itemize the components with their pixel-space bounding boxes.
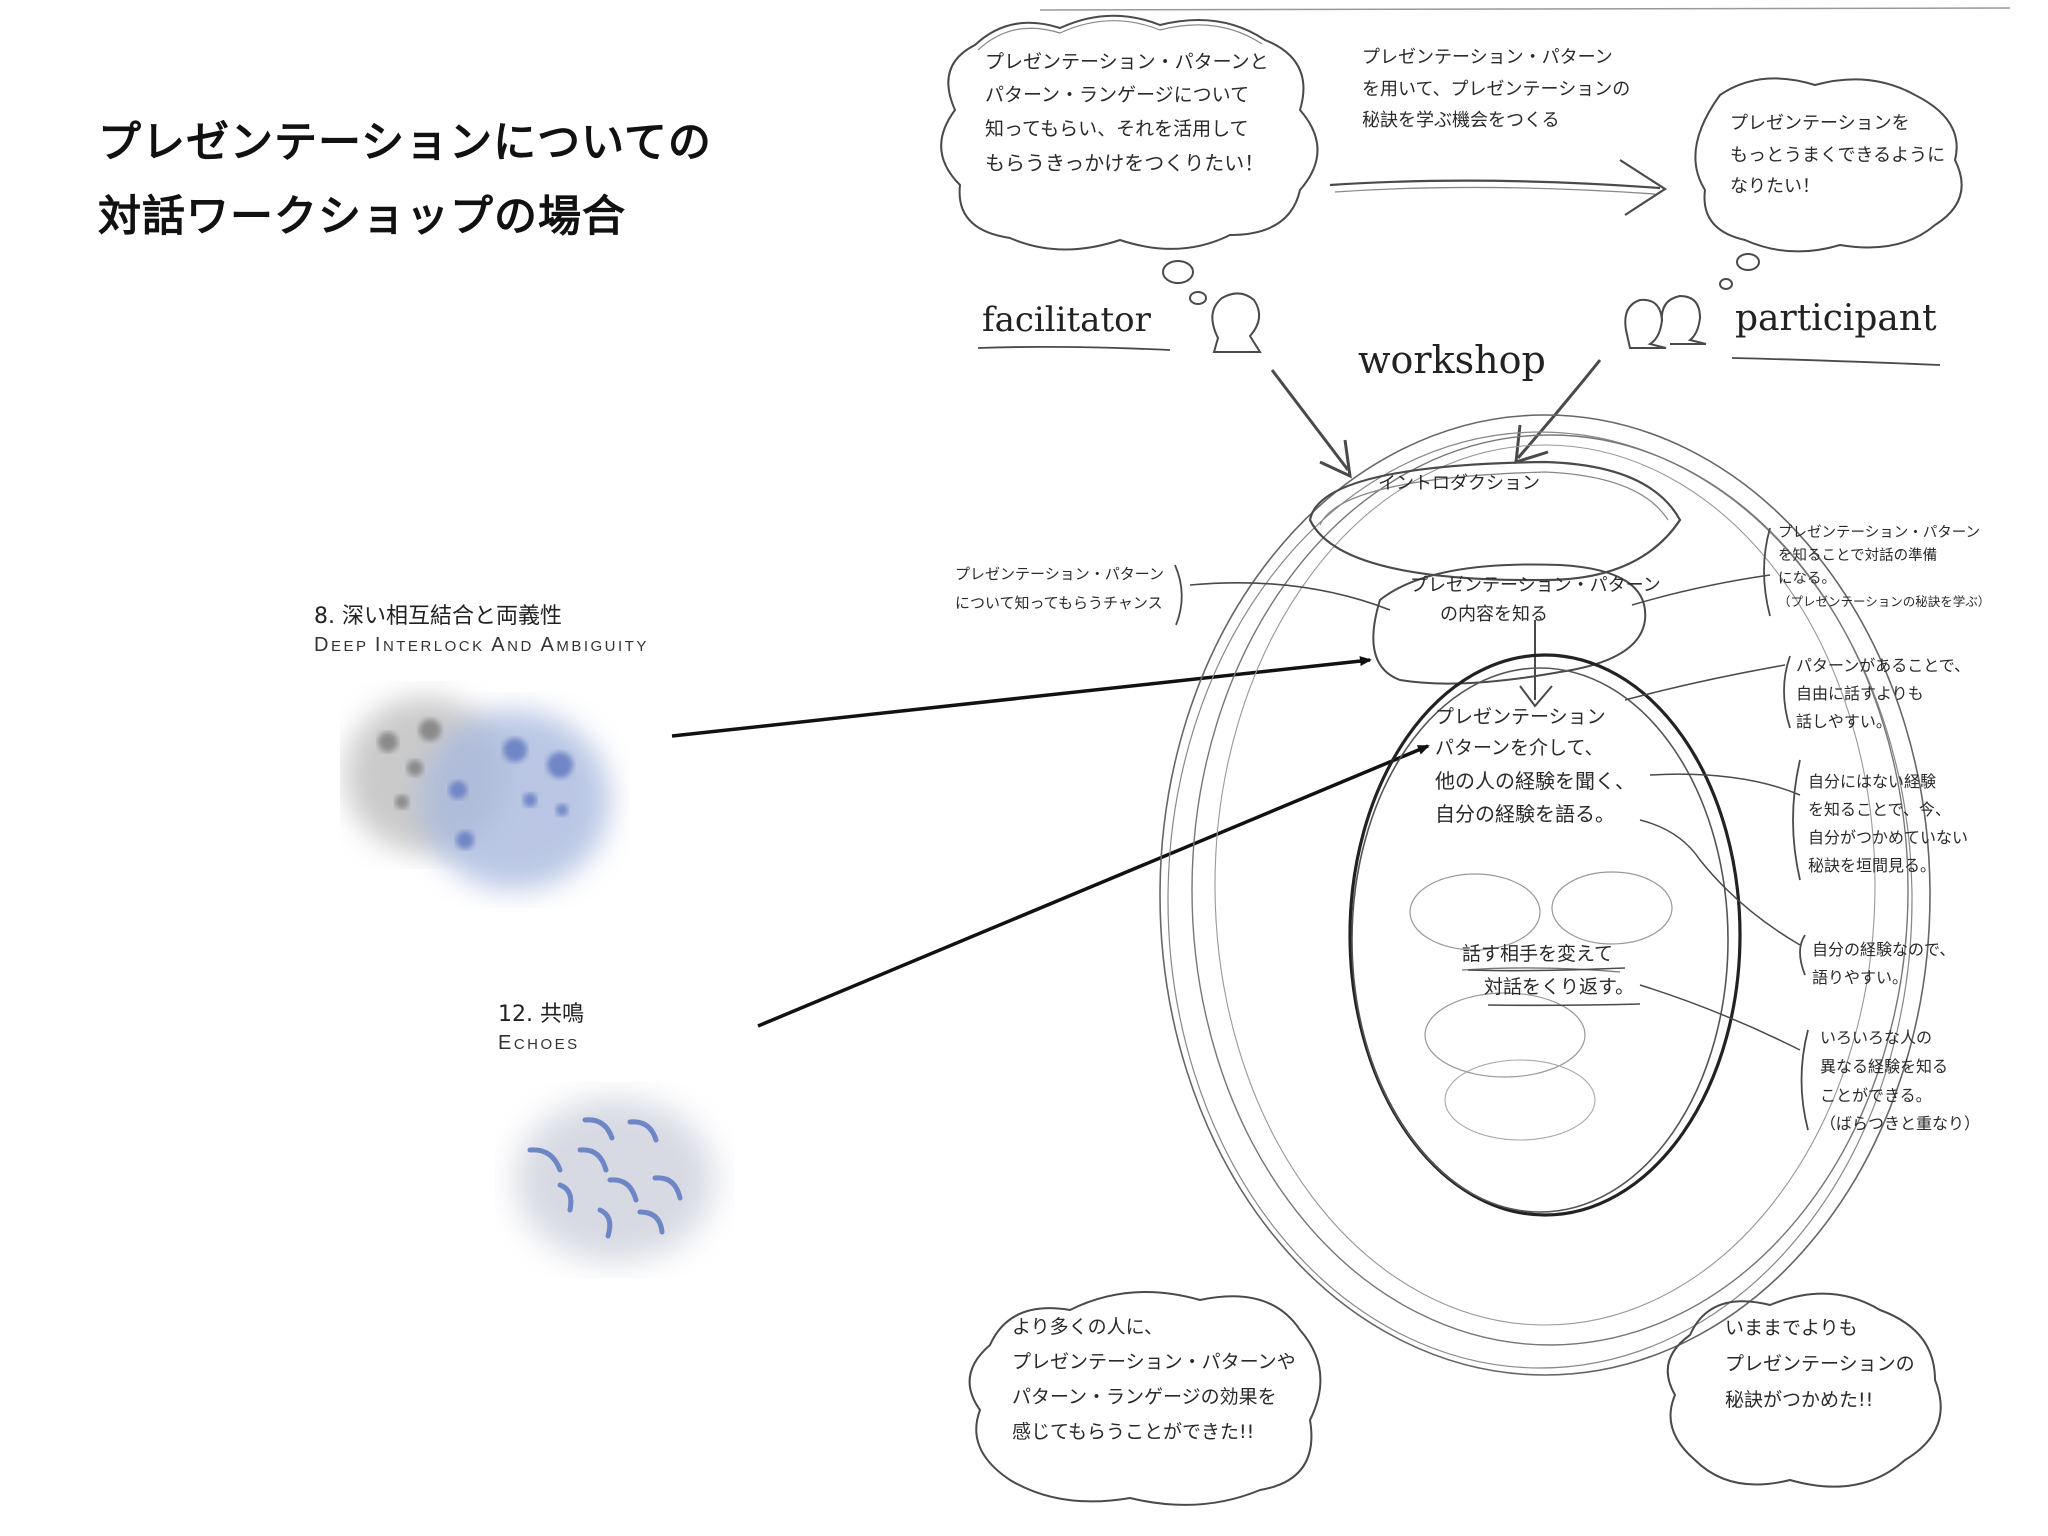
page-title-line1: プレゼンテーションについての bbox=[98, 118, 712, 168]
facilitator-bubble-text: プレゼンテーション・パターンと パターン・ランゲージについて 知ってもらい、それ… bbox=[985, 51, 1269, 175]
pattern-8-english: DEEP INTERLOCK AND AMBIGUITY bbox=[314, 634, 649, 656]
facilitator-label: facilitator bbox=[982, 300, 1151, 340]
dialogue-loop-oval bbox=[1348, 653, 1742, 1217]
right-note-2: パターンがあることで、 自由に話すよりも 話しやすい。 bbox=[1796, 656, 1971, 731]
introduction-capsule bbox=[1308, 460, 1682, 582]
know-patterns-capsule bbox=[1372, 563, 1647, 685]
right-note-1: プレゼンテーション・パターン を知ることで対話の準備 になる。 （プレゼンテーシ… bbox=[1778, 525, 1991, 609]
workshop-outer-oval bbox=[1159, 414, 1931, 1376]
know-patterns-label: プレゼンテーション・パターン の内容を知る bbox=[1410, 575, 1661, 625]
right-note-3: 自分にはない経験 を知ることで、今、 自分がつかめていない 秘訣を垣間見る。 bbox=[1808, 772, 1969, 875]
arrow-pattern-12 bbox=[757, 744, 1430, 1028]
pattern-12-title: 12. 共鳴 bbox=[498, 1002, 584, 1027]
right-note-4: 自分の経験なので、 語りやすい。 bbox=[1812, 940, 1956, 987]
pattern-8-title: 8. 深い相互結合と両義性 bbox=[314, 604, 562, 629]
arrow-pattern-8 bbox=[671, 656, 1372, 738]
pattern-8-illustration bbox=[345, 697, 610, 890]
bottom-left-cloud bbox=[968, 1291, 1322, 1506]
participant-bubble-text: プレゼンテーションを もっとうまくできるように なりたい！ bbox=[1730, 113, 1946, 197]
bottom-right-bubble-text: いままでよりも プレゼンテーションの 秘訣がつかめた!! bbox=[1725, 1317, 1915, 1412]
facilitator-thought-cloud bbox=[940, 14, 1319, 251]
pattern-12-illustration bbox=[515, 1098, 715, 1262]
participant-label: participant bbox=[1735, 298, 1937, 339]
introduction-label: イントロダクション bbox=[1378, 473, 1540, 494]
bottom-right-cloud bbox=[1666, 1292, 1942, 1488]
workshop-label: workshop bbox=[1358, 338, 1546, 382]
facilitator-person-icon bbox=[1211, 292, 1262, 353]
hear-experience-label: プレゼンテーション パターンを介して、 他の人の経験を聞く、 自分の経験を語る。 bbox=[1435, 706, 1635, 826]
left-note: プレゼンテーション・パターン について知ってもらうチャンス bbox=[955, 565, 1164, 612]
top-arrow-label: プレゼンテーション・パターン を用いて、プレゼンテーションの 秘訣を学ぶ機会をつ… bbox=[1362, 47, 1631, 131]
pattern-12-english: ECHOES bbox=[498, 1032, 580, 1054]
participant-people-icon bbox=[1624, 298, 1667, 349]
bottom-left-bubble-text: より多くの人に、 プレゼンテーション・パターンや パターン・ランゲージの効果を … bbox=[1012, 1316, 1296, 1444]
page-title-line2: 対話ワークショップの場合 bbox=[98, 192, 626, 242]
repeat-dialogue-label: 話す相手を変えて 対話をくり返す。 bbox=[1462, 943, 1635, 999]
right-note-5: いろいろな人の 異なる経験を知る ことができる。 （ばらつきと重なり） bbox=[1820, 1028, 1981, 1134]
participant-thought-cloud bbox=[1694, 77, 1963, 253]
